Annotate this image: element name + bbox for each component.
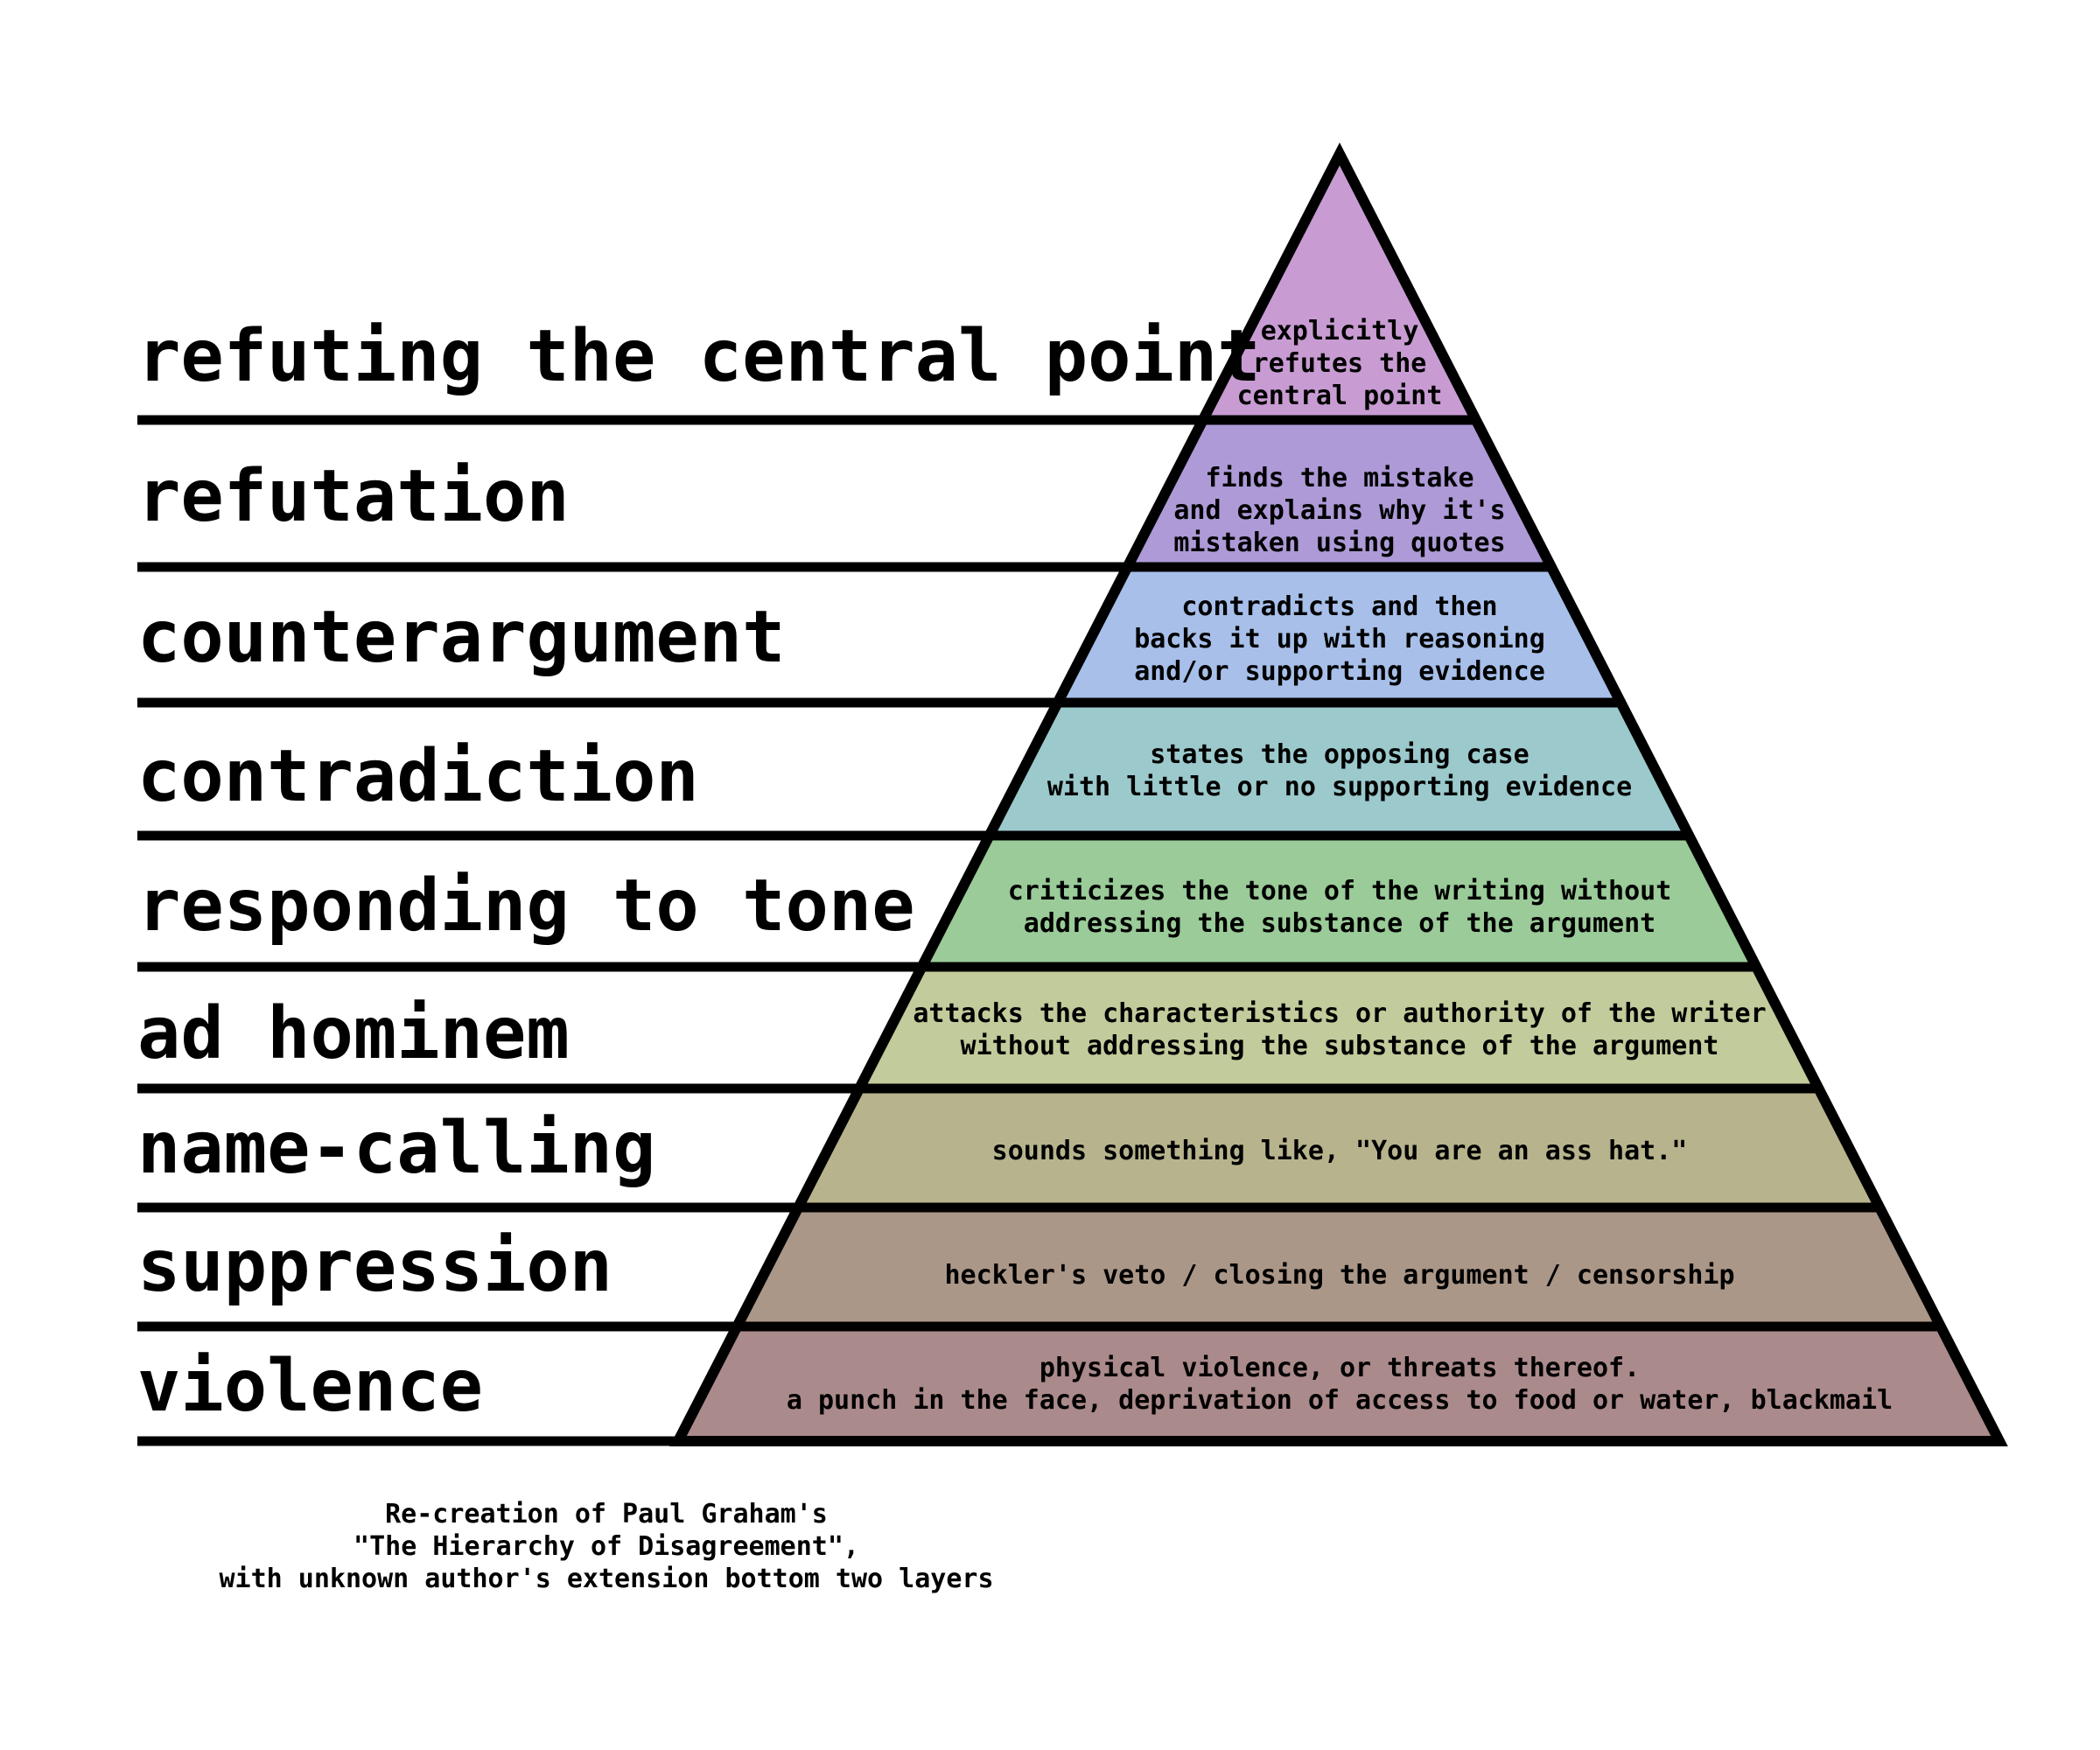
tier-description-line: and/or supporting evidence — [1134, 656, 1545, 687]
tier-description: heckler's veto / closing the argument / … — [944, 1260, 1734, 1291]
tier-description: physical violence, or threats thereof.a … — [787, 1353, 1893, 1416]
tier-description-line: physical violence, or threats thereof. — [1040, 1353, 1640, 1383]
tier-description-line: refutes the — [1253, 348, 1427, 379]
tier-7 — [798, 1088, 1880, 1208]
pyramid-outline — [669, 142, 2008, 1446]
tier-description-line: heckler's veto / closing the argument / … — [944, 1260, 1734, 1291]
tier-4 — [989, 703, 1690, 836]
tier-description-line: attacks the characteristics or authority… — [913, 998, 1766, 1029]
tier-description-line: criticizes the tone of the writing witho… — [1008, 876, 1672, 906]
tier-description: sounds something like, "You are an ass h… — [992, 1136, 1688, 1166]
tier-8 — [737, 1208, 1941, 1326]
tier-6 — [859, 967, 1819, 1088]
tier-description-line: a punch in the face, deprivation of acce… — [787, 1385, 1893, 1416]
level-label: name-calling — [137, 1107, 655, 1190]
tier-2 — [1127, 420, 1551, 567]
pyramid-tiers — [678, 154, 1999, 1441]
tier-description-line: backs it up with reasoning — [1134, 624, 1545, 654]
caption: Re-creation of Paul Graham's"The Hierarc… — [219, 1499, 993, 1594]
caption-line: with unknown author's extension bottom t… — [219, 1564, 993, 1594]
tier-9 — [678, 1326, 1999, 1441]
tier-description-line: and explains why it's — [1173, 495, 1505, 526]
tier-description: attacks the characteristics or authority… — [913, 998, 1766, 1061]
tier-description-line: sounds something like, "You are an ass h… — [992, 1136, 1688, 1166]
tier-description-line: states the opposing case — [1150, 739, 1529, 770]
level-label: ad hominem — [137, 992, 570, 1075]
tier-5 — [921, 836, 1757, 967]
tier-description-line: with little or no supporting evidence — [1047, 772, 1632, 802]
level-label: violence — [137, 1345, 483, 1428]
caption-line: "The Hierarchy of Disagreement", — [354, 1531, 859, 1562]
tier-description: criticizes the tone of the writing witho… — [1008, 876, 1672, 939]
tier-description-line: without addressing the substance of the … — [961, 1031, 1719, 1061]
tier-description-line: mistaken using quotes — [1173, 528, 1505, 558]
level-label: responding to tone — [137, 864, 915, 948]
tier-description-line: finds the mistake — [1205, 463, 1474, 494]
level-label: refuting the central point — [137, 315, 1261, 398]
caption-line: Re-creation of Paul Graham's — [385, 1499, 828, 1530]
level-label: contradiction — [137, 735, 699, 818]
tier-description-line: contradicts and then — [1181, 592, 1497, 622]
tier-description-line: central point — [1237, 381, 1443, 411]
level-label: suppression — [137, 1225, 612, 1308]
level-label: refutation — [137, 455, 570, 538]
tier-description-line: addressing the substance of the argument — [1024, 908, 1656, 939]
level-label: counterargument — [137, 596, 786, 679]
tier-1 — [1202, 154, 1476, 420]
tier-description-line: explicitly — [1261, 316, 1419, 346]
tier-3 — [1057, 567, 1621, 703]
level-labels: refuting the central point refutation coun… — [137, 315, 1261, 1428]
